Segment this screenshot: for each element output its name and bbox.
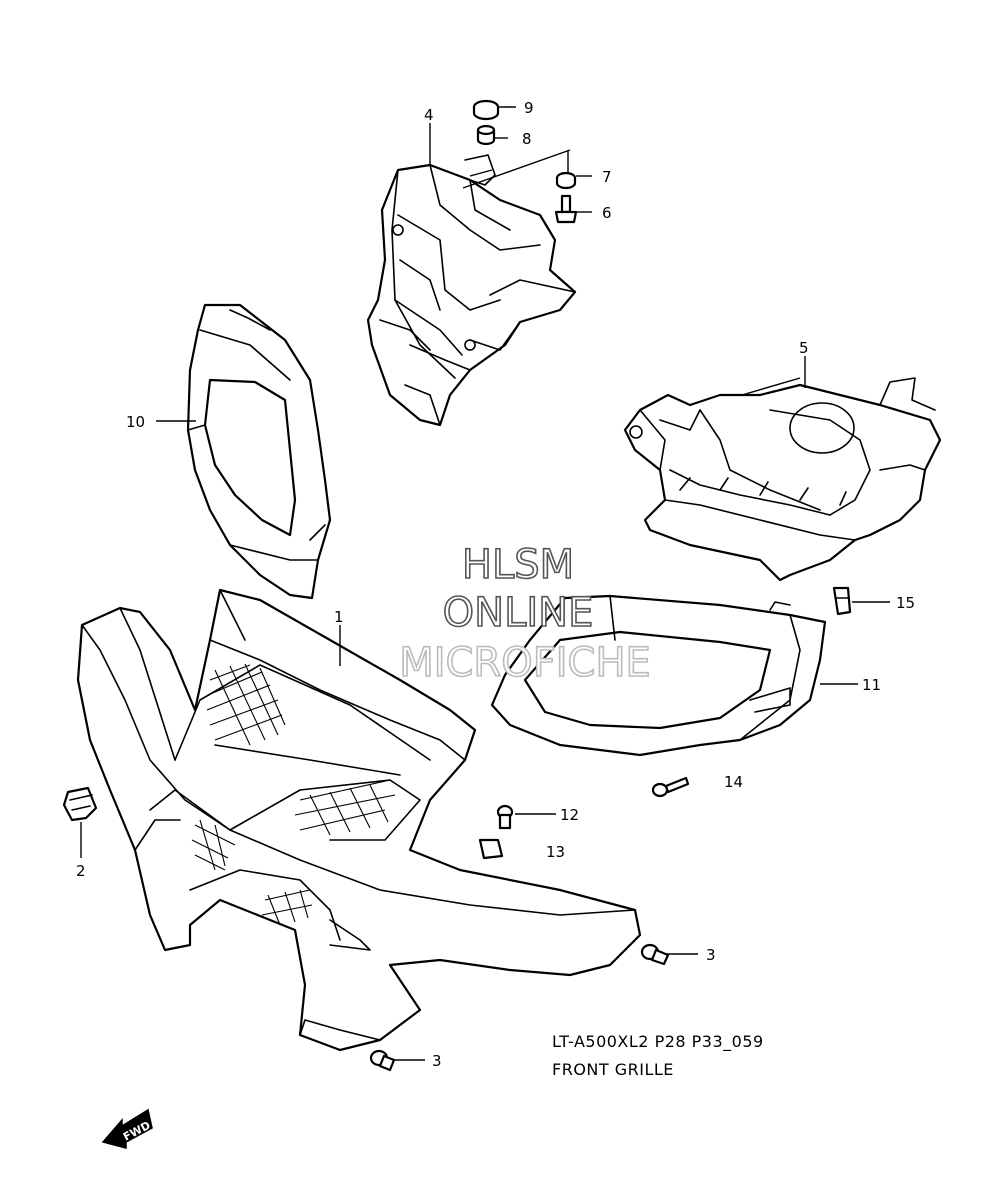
label-9: 9 <box>524 99 534 117</box>
part-7-washer-nut[interactable] <box>555 171 577 190</box>
label-10: 10 <box>126 413 145 431</box>
label-14: 14 <box>724 773 743 791</box>
label-11: 11 <box>862 676 881 694</box>
grille-mesh <box>191 663 396 926</box>
part-9-grommet[interactable] <box>472 99 500 121</box>
part-14-tapping-screw[interactable] <box>651 776 690 798</box>
watermark-line-1: HLSM <box>462 542 574 588</box>
part-4-headlight-bracket[interactable] <box>366 154 577 427</box>
part-8-collar[interactable] <box>476 124 496 146</box>
label-12: 12 <box>560 806 579 824</box>
part-13-cushion[interactable] <box>478 838 504 860</box>
diagram-model-code: LT-A500XL2 P28 P33_059 <box>552 1032 764 1052</box>
label-6: 6 <box>602 204 612 222</box>
part-1-front-grille[interactable] <box>76 588 642 1052</box>
part-11-lower-bezel[interactable] <box>490 594 827 757</box>
label-15: 15 <box>896 594 915 612</box>
part-12-screw[interactable] <box>496 804 514 830</box>
label-5: 5 <box>799 339 809 357</box>
part-3-fastener-lower[interactable] <box>369 1049 396 1072</box>
label-3-upper: 3 <box>706 946 716 964</box>
label-2: 2 <box>76 862 86 880</box>
part-2-nut-clip[interactable] <box>62 786 98 822</box>
part-5-lower-housing[interactable] <box>623 377 942 582</box>
diagram-title: FRONT GRILLE <box>552 1060 674 1079</box>
watermark-line-3: MICROFICHE <box>399 640 651 686</box>
part-labels: 1 2 3 3 4 5 6 7 8 9 10 11 12 13 14 15 <box>76 99 915 1070</box>
label-13: 13 <box>546 843 565 861</box>
label-7: 7 <box>602 168 612 186</box>
forward-direction-arrow: FWD <box>101 1108 153 1149</box>
part-6-bolt[interactable] <box>554 194 578 224</box>
label-4: 4 <box>424 106 434 124</box>
label-1: 1 <box>334 608 344 626</box>
watermark: HLSM ONLINE MICROFICHE <box>398 541 651 687</box>
label-3-lower: 3 <box>432 1052 442 1070</box>
label-8: 8 <box>522 130 532 148</box>
part-15-clip-nut[interactable] <box>832 586 852 616</box>
watermark-line-2: ONLINE <box>443 590 594 636</box>
part-10-upper-bezel[interactable] <box>186 303 332 600</box>
